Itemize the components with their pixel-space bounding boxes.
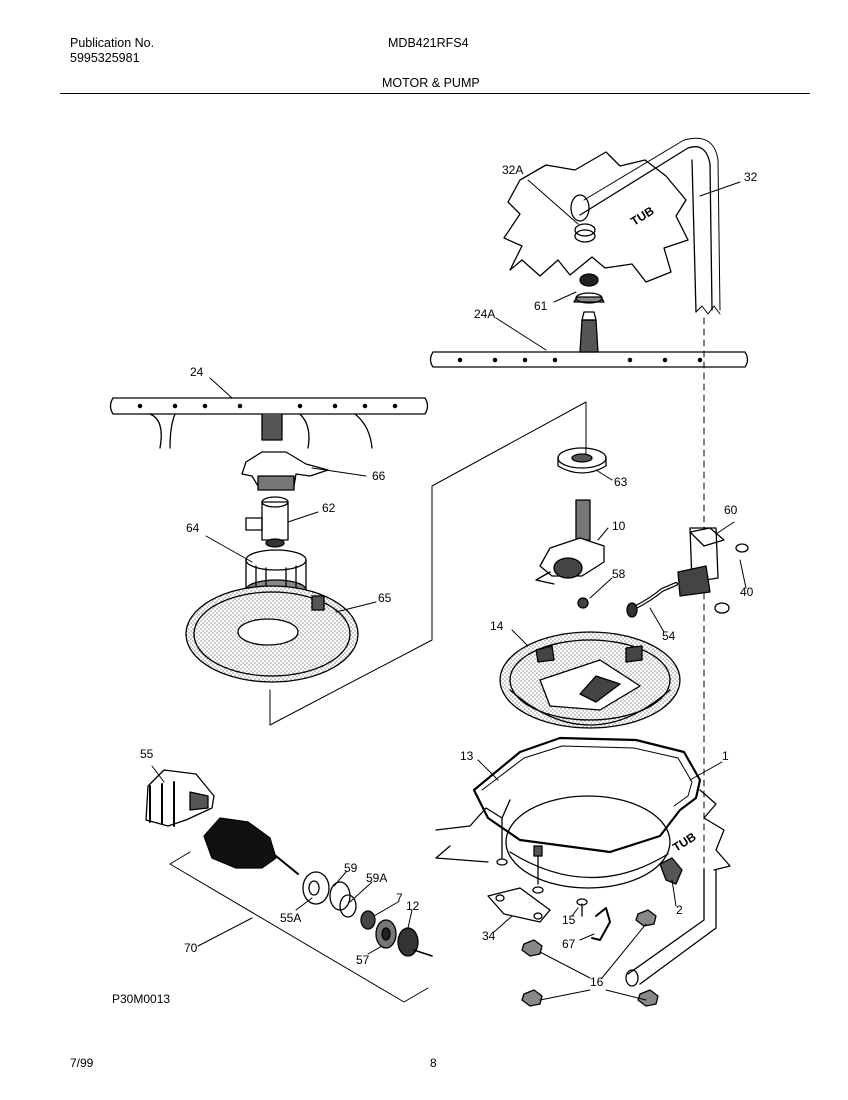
upper-tub-label: TUB	[628, 203, 657, 228]
filter-tube	[245, 496, 289, 548]
part-label-32: 32	[744, 170, 758, 184]
upper-spray-arm	[429, 311, 749, 368]
lower-tub-label: TUB	[670, 829, 699, 854]
part-label-34: 34	[482, 929, 496, 943]
part-label-7: 7	[396, 891, 403, 905]
part-label-59a: 59A	[366, 871, 387, 885]
mounting-plate	[487, 887, 551, 923]
screw	[576, 898, 588, 917]
motor-bracket	[145, 769, 215, 827]
part-label-67: 67	[562, 937, 576, 951]
part-label-14: 14	[490, 619, 504, 633]
publication-number: 5995325981	[70, 51, 140, 65]
part-label-24a: 24A	[474, 307, 495, 321]
valve-clamp-top	[735, 543, 749, 553]
part-label-55: 55	[140, 747, 154, 761]
upper-tub-fragment: TUB	[503, 151, 689, 283]
publication-label: Publication No.	[70, 36, 155, 50]
model-number: MDB421RFS4	[388, 36, 469, 50]
nuts	[521, 909, 659, 1007]
drain-hose	[625, 869, 717, 987]
tube-connector	[574, 223, 596, 243]
part-label-10: 10	[612, 519, 626, 533]
wash-arm-support	[557, 447, 607, 474]
spray-arm-hub	[241, 451, 329, 491]
part-label-62: 62	[322, 501, 336, 515]
part-label-60: 60	[724, 503, 738, 517]
leader-lines	[151, 179, 747, 1001]
seal	[577, 597, 589, 609]
sump-housing	[499, 631, 681, 729]
impeller-assembly	[360, 910, 433, 957]
part-label-65: 65	[378, 591, 392, 605]
header-rule	[60, 93, 810, 94]
part-label-16: 16	[590, 975, 604, 989]
lower-spray-arm	[109, 397, 429, 449]
motor	[203, 817, 299, 875]
drawing-code: P30M0013	[112, 992, 171, 1006]
part-label-40: 40	[740, 585, 754, 599]
part-label-57: 57	[356, 953, 370, 967]
frame-line-bottom	[269, 485, 433, 726]
part-label-13: 13	[460, 749, 474, 763]
part-label-63: 63	[614, 475, 628, 489]
part-label-1: 1	[722, 749, 729, 763]
inlet-hose	[626, 582, 678, 618]
part-label-24: 24	[190, 365, 204, 379]
part-label-12: 12	[406, 899, 420, 913]
page-number: 8	[430, 1056, 437, 1070]
sump-gasket	[472, 736, 702, 854]
part-labels: 32A 32 61 24A 24 66 63 62 10 64 60 58 40…	[140, 163, 758, 989]
pump-housing	[535, 499, 605, 585]
supply-tube	[570, 137, 721, 315]
part-label-70: 70	[184, 941, 198, 955]
part-label-58: 58	[612, 567, 626, 581]
sump-screws	[496, 817, 544, 894]
part-label-2: 2	[676, 903, 683, 917]
part-label-55a: 55A	[280, 911, 301, 925]
part-label-64: 64	[186, 521, 200, 535]
revision-date: 7/99	[70, 1056, 94, 1070]
wire-clip	[591, 907, 611, 941]
part-label-59: 59	[344, 861, 358, 875]
valve-clamp-bottom	[714, 602, 730, 614]
hose-clamp	[659, 857, 683, 885]
part-label-54: 54	[662, 629, 676, 643]
spray-nozzle	[573, 273, 605, 304]
motor-shaft-parts	[302, 871, 357, 918]
part-label-15: 15	[562, 913, 576, 927]
part-label-61: 61	[534, 299, 548, 313]
frame-line-top	[431, 401, 587, 487]
motor-frame-line	[169, 851, 429, 1003]
fine-filter-screen	[185, 585, 359, 683]
part-label-66: 66	[372, 469, 386, 483]
section-title: MOTOR & PUMP	[382, 76, 480, 90]
inlet-valve	[677, 527, 725, 597]
part-label-32a: 32A	[502, 163, 523, 177]
